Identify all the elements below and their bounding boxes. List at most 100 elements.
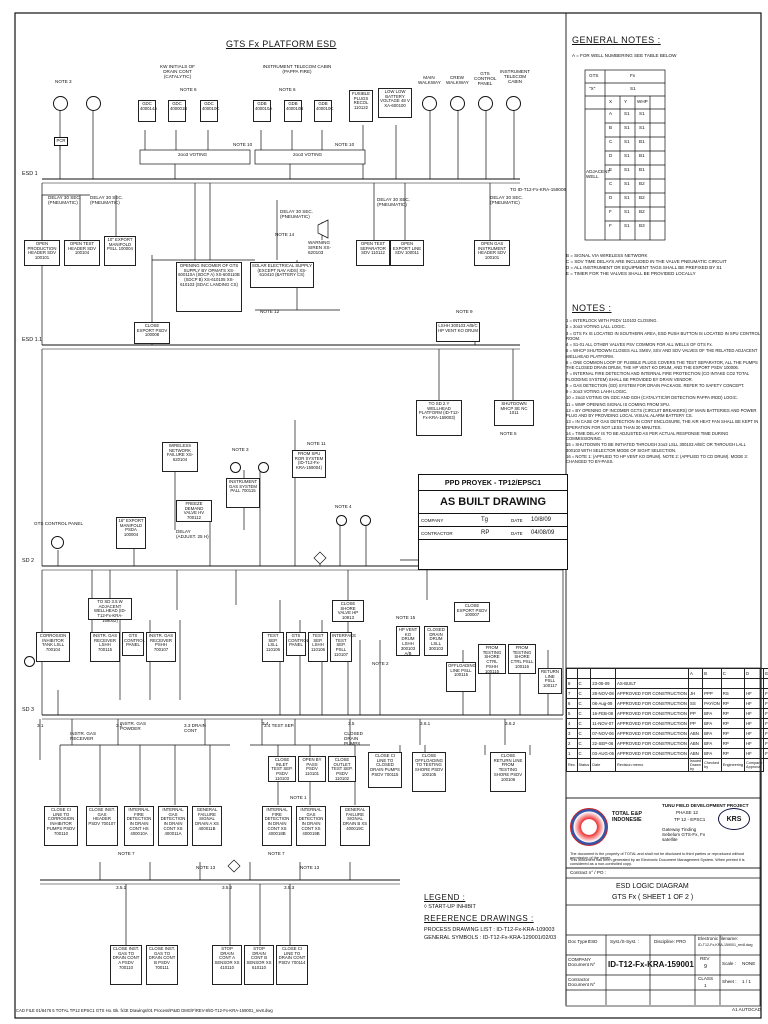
stamp-company-date: 10/8/09	[531, 517, 552, 523]
revision-header-cell: D	[744, 668, 765, 679]
legend-item: ◊ START-UP INHIBIT	[424, 904, 476, 910]
drain-cont-label: 3.3 DRAIN CONT	[184, 723, 206, 733]
table-cell: B3	[639, 223, 645, 228]
sheet-size: A1 AUTOCAD	[732, 1007, 762, 1012]
revision-cell: PP	[687, 708, 704, 719]
manual-station-icon	[86, 96, 101, 111]
manual-station-icon	[51, 536, 64, 549]
revision-cell: 5	[566, 708, 578, 719]
from-testing-shore-2-box: FROM TESTING SHORE CTRL PSLL 100116	[508, 644, 536, 674]
level-3-2: 3.2	[116, 723, 123, 728]
diagram-title-block: ESD LOGIC DIAGRAM	[616, 883, 689, 890]
manual-station-icon	[450, 96, 465, 111]
revision-cell: FP	[763, 738, 768, 749]
gdc-c-box: GDC 400010C	[200, 100, 219, 122]
table-cell: S1	[624, 139, 630, 144]
note-item: 9 = 2oo3 VOTING LAHH LOGIC.	[566, 389, 628, 394]
manual-station-icon	[230, 462, 241, 473]
wireless-failure-box: WIRELESS NETWORK FAILURE XS-620104	[162, 442, 198, 472]
revision-cell: 23-05-09	[590, 678, 617, 689]
revision-cell: HF	[744, 718, 765, 729]
export-manifold-box: 10" EXPORT MANIFOLD PSLL 100004	[104, 236, 136, 266]
table-cell: S1	[624, 223, 630, 228]
internal-fire-detection-b-box: INTERNAL FIRE DETECTION IN DRAIN CONT XS…	[262, 806, 292, 846]
table-header-fx: Fx	[630, 73, 636, 78]
legend-title: LEGEND :	[424, 893, 466, 902]
contractor-doc-label: Contractor Document N°	[568, 977, 596, 987]
revision-cell: 03-AUG-06	[590, 748, 617, 759]
notes-list: 1 = INTERLOCK WITH PSDV 110102 CLOSING.2…	[566, 318, 760, 465]
revision-footer-cell: Issued Drawn by	[687, 758, 704, 772]
revision-cell: 4	[566, 718, 578, 729]
revision-cell: HF	[744, 698, 765, 709]
level-sd3: SD 3	[22, 707, 34, 713]
delay-label: DELAY 30 SEC. (PNEUMATIC)	[490, 195, 524, 205]
shutdown-mhcp-box: SHUTDOWN MHCP SE NC 1011	[494, 400, 534, 426]
company-doc-label: COMPANY Document N°	[568, 957, 596, 967]
gdb-c-box: GDB 400010C	[314, 100, 333, 122]
rev-number: 9	[704, 964, 707, 970]
note-15-marker: NOTE 15	[396, 615, 416, 620]
closed-drain-lsll-box: CLOSED DRAIN DRUM LSLL 300103	[424, 626, 448, 656]
offloading-line-box: OFFLOADING LINE PSLL 100115	[446, 662, 476, 692]
revision-cell: FP	[763, 708, 768, 719]
revision-cell: RP	[720, 708, 746, 719]
to-wellhead-box: TO SD 2.Y WELLHEAD PLATFORM (ID-T12-Fx-K…	[416, 400, 462, 436]
from-spu-box: FROM SPU ROR SYSTEM (ID-T12-Fx-KRA-15900…	[292, 450, 326, 478]
note-9-marker: NOTE 9	[456, 309, 473, 314]
diagram-subtitle: GTS Fx ( SHEET 1 OF 2 )	[612, 894, 694, 901]
stop-drain-a-box: STOP DRAIN CONT A SENSOR XS 410110	[212, 945, 242, 985]
note-item: 6 = ONE COMMON LOOP OF FUSIBLE PLUGS COV…	[566, 359, 758, 370]
revision-cell	[763, 678, 768, 689]
note-item: 7 = INTERNAL FIRE DETECTION AND INTERNAL…	[566, 371, 750, 382]
revision-cell: RP	[720, 748, 746, 759]
revision-cell: RS	[720, 688, 746, 699]
note-7-marker: NOTE 7	[118, 851, 135, 856]
revision-cell	[576, 668, 592, 679]
test-sep-lshh-box: TEST SEP. LSHH 110106	[308, 632, 328, 662]
general-notes-title: GENERAL NOTES :	[572, 35, 661, 45]
stamp-company-label: COMPANY	[421, 517, 444, 523]
revision-cell	[590, 668, 617, 679]
revision-cell: HF	[744, 748, 765, 759]
revision-cell: HF	[744, 688, 765, 699]
revision-cell: HF	[744, 708, 765, 719]
open-gas-instrument-header-box: OPEN GAS INSTRUMENT HEADER SDV 100101	[474, 240, 510, 266]
table-cell: C	[609, 181, 613, 186]
rev-label: REV	[700, 956, 710, 961]
note-item: 3 = GTS Fx IS LOCATED IN SOUTHERN AREA, …	[566, 330, 761, 341]
table-cell: S1	[624, 111, 630, 116]
table-cell: D	[609, 195, 613, 200]
discipline: PRO	[676, 939, 686, 944]
close-offloading-box: CLOSE OFFLOADING TO TESTING SHORE PSDV 1…	[412, 752, 446, 792]
instr-gas-receiver-lshh-box: INSTR. GAS RECEIVER LSHH 700115	[90, 632, 120, 662]
contractor-name: Gateway Tinding Sebelum GTS-Fx, Fx satel…	[662, 827, 706, 842]
revision-header-cell: B	[702, 668, 722, 679]
open-bypass-box: OPEN BY PASS PSDV 110101	[298, 756, 326, 782]
low-low-battery-box: LOW LOW BATTERY VOLTAGE 48 V XA-600100	[378, 88, 412, 118]
revision-cell: RP	[720, 718, 746, 729]
revision-cell: C	[576, 718, 592, 729]
reference-drawing-2: GENERAL SYMBOLS : ID-T12-Fx-KRA-129001/0…	[424, 935, 557, 941]
revision-cell: BFA	[702, 738, 722, 749]
stamp-signature: RP	[481, 530, 490, 536]
corrosion-inhibitor-tank-box: CORROSION INHIBITOR TANK LSLL 700104	[36, 632, 70, 662]
scale: NONE	[742, 961, 756, 966]
revision-cell: C	[576, 728, 592, 739]
krs-logo-icon: KRS	[718, 808, 750, 830]
revision-header-cell: E	[763, 668, 768, 679]
from-testing-shore-box: FROM TESTING SHORE CTRL PSHH 100115	[478, 644, 506, 674]
instr-gas-powder-label: INSTR. GAS POWDER	[120, 721, 147, 731]
revision-footer-cell: Date	[590, 758, 617, 772]
project-name-2: PHASE 12	[676, 810, 698, 815]
revision-footer-cell: Company Approval	[744, 758, 765, 772]
voting-label-2: 2oo3 VOTING	[293, 152, 323, 157]
table-cell: B1	[639, 139, 645, 144]
note-5-marker: NOTE 5	[500, 431, 517, 436]
table-cell: S1	[639, 111, 645, 116]
return-line-box: RETURN LINE PSLL 100117	[538, 668, 562, 694]
company-doc-number: ID-T12-Fx-KRA-159001	[608, 960, 694, 969]
table-cell: B2	[639, 195, 645, 200]
reference-drawings-title: REFERENCE DRAWINGS :	[424, 914, 534, 923]
